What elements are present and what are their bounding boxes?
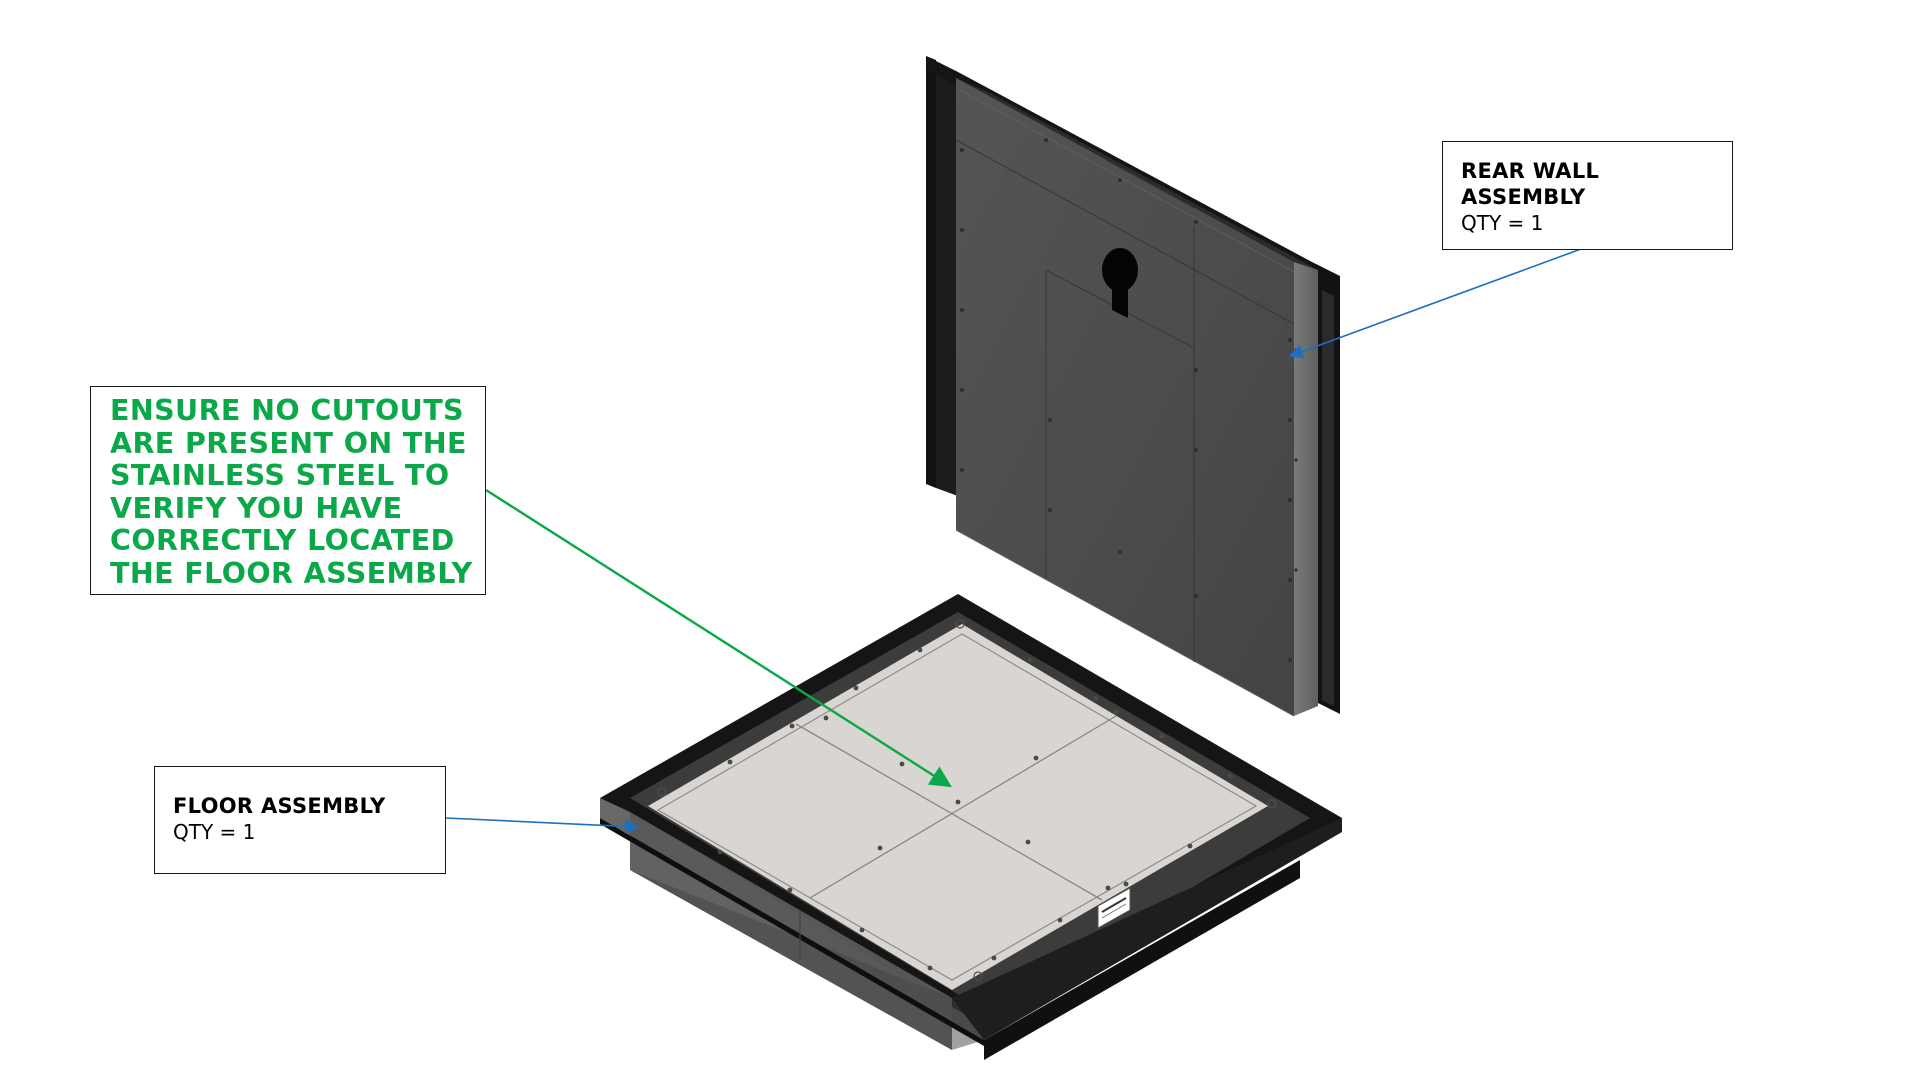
rear-wall-face xyxy=(956,78,1294,716)
floor-fasteners xyxy=(717,647,1233,971)
rear-wall-fasteners xyxy=(960,138,1298,662)
cutout-verification-note-callout: ENSURE NO CUTOUTS ARE PRESENT ON THE STA… xyxy=(90,386,486,595)
floor-data-plate xyxy=(1097,887,1131,929)
rear-wall-top-edge xyxy=(956,78,1318,270)
floor-assembly-title: FLOOR ASSEMBLY xyxy=(173,794,386,818)
rear-wall-assembly-callout: REAR WALL ASSEMBLY QTY = 1 xyxy=(1442,141,1733,250)
rear-wall-left-flange-lip xyxy=(936,74,958,496)
floor-front-left-face-lower xyxy=(630,870,984,1050)
floor-leader-line xyxy=(445,817,640,834)
rear-wall-assembly xyxy=(926,56,1340,717)
rear-wall-left-flange xyxy=(926,56,936,488)
rear-wall-side-edge xyxy=(1294,262,1318,716)
floor-corner-holes xyxy=(657,619,1277,981)
rear-wall-right-flange-inner xyxy=(1322,290,1334,706)
rear-wall-pipe-cutout xyxy=(1102,248,1138,318)
floor-front-lip xyxy=(600,818,984,1046)
floor-front-right-side xyxy=(952,818,1342,1040)
floor-assembly xyxy=(600,594,1342,1060)
floor-assembly-qty: QTY = 1 xyxy=(173,820,256,844)
rear-wall-assembly-qty: QTY = 1 xyxy=(1461,211,1544,235)
rear-wall-leader-line xyxy=(1288,248,1582,359)
floor-assembly-callout: FLOOR ASSEMBLY QTY = 1 xyxy=(154,766,446,874)
floor-bottom-flange xyxy=(984,860,1300,1060)
note-leader-line xyxy=(485,488,952,788)
cutout-verification-note-text: ENSURE NO CUTOUTS ARE PRESENT ON THE STA… xyxy=(110,394,473,590)
floor-panel-border xyxy=(656,633,1258,981)
floor-panel-seams xyxy=(795,715,1117,901)
rear-wall-assembly-title: REAR WALL ASSEMBLY xyxy=(1461,159,1600,209)
floor-stainless-panel xyxy=(648,624,1268,990)
rear-wall-highlights xyxy=(955,89,1295,717)
